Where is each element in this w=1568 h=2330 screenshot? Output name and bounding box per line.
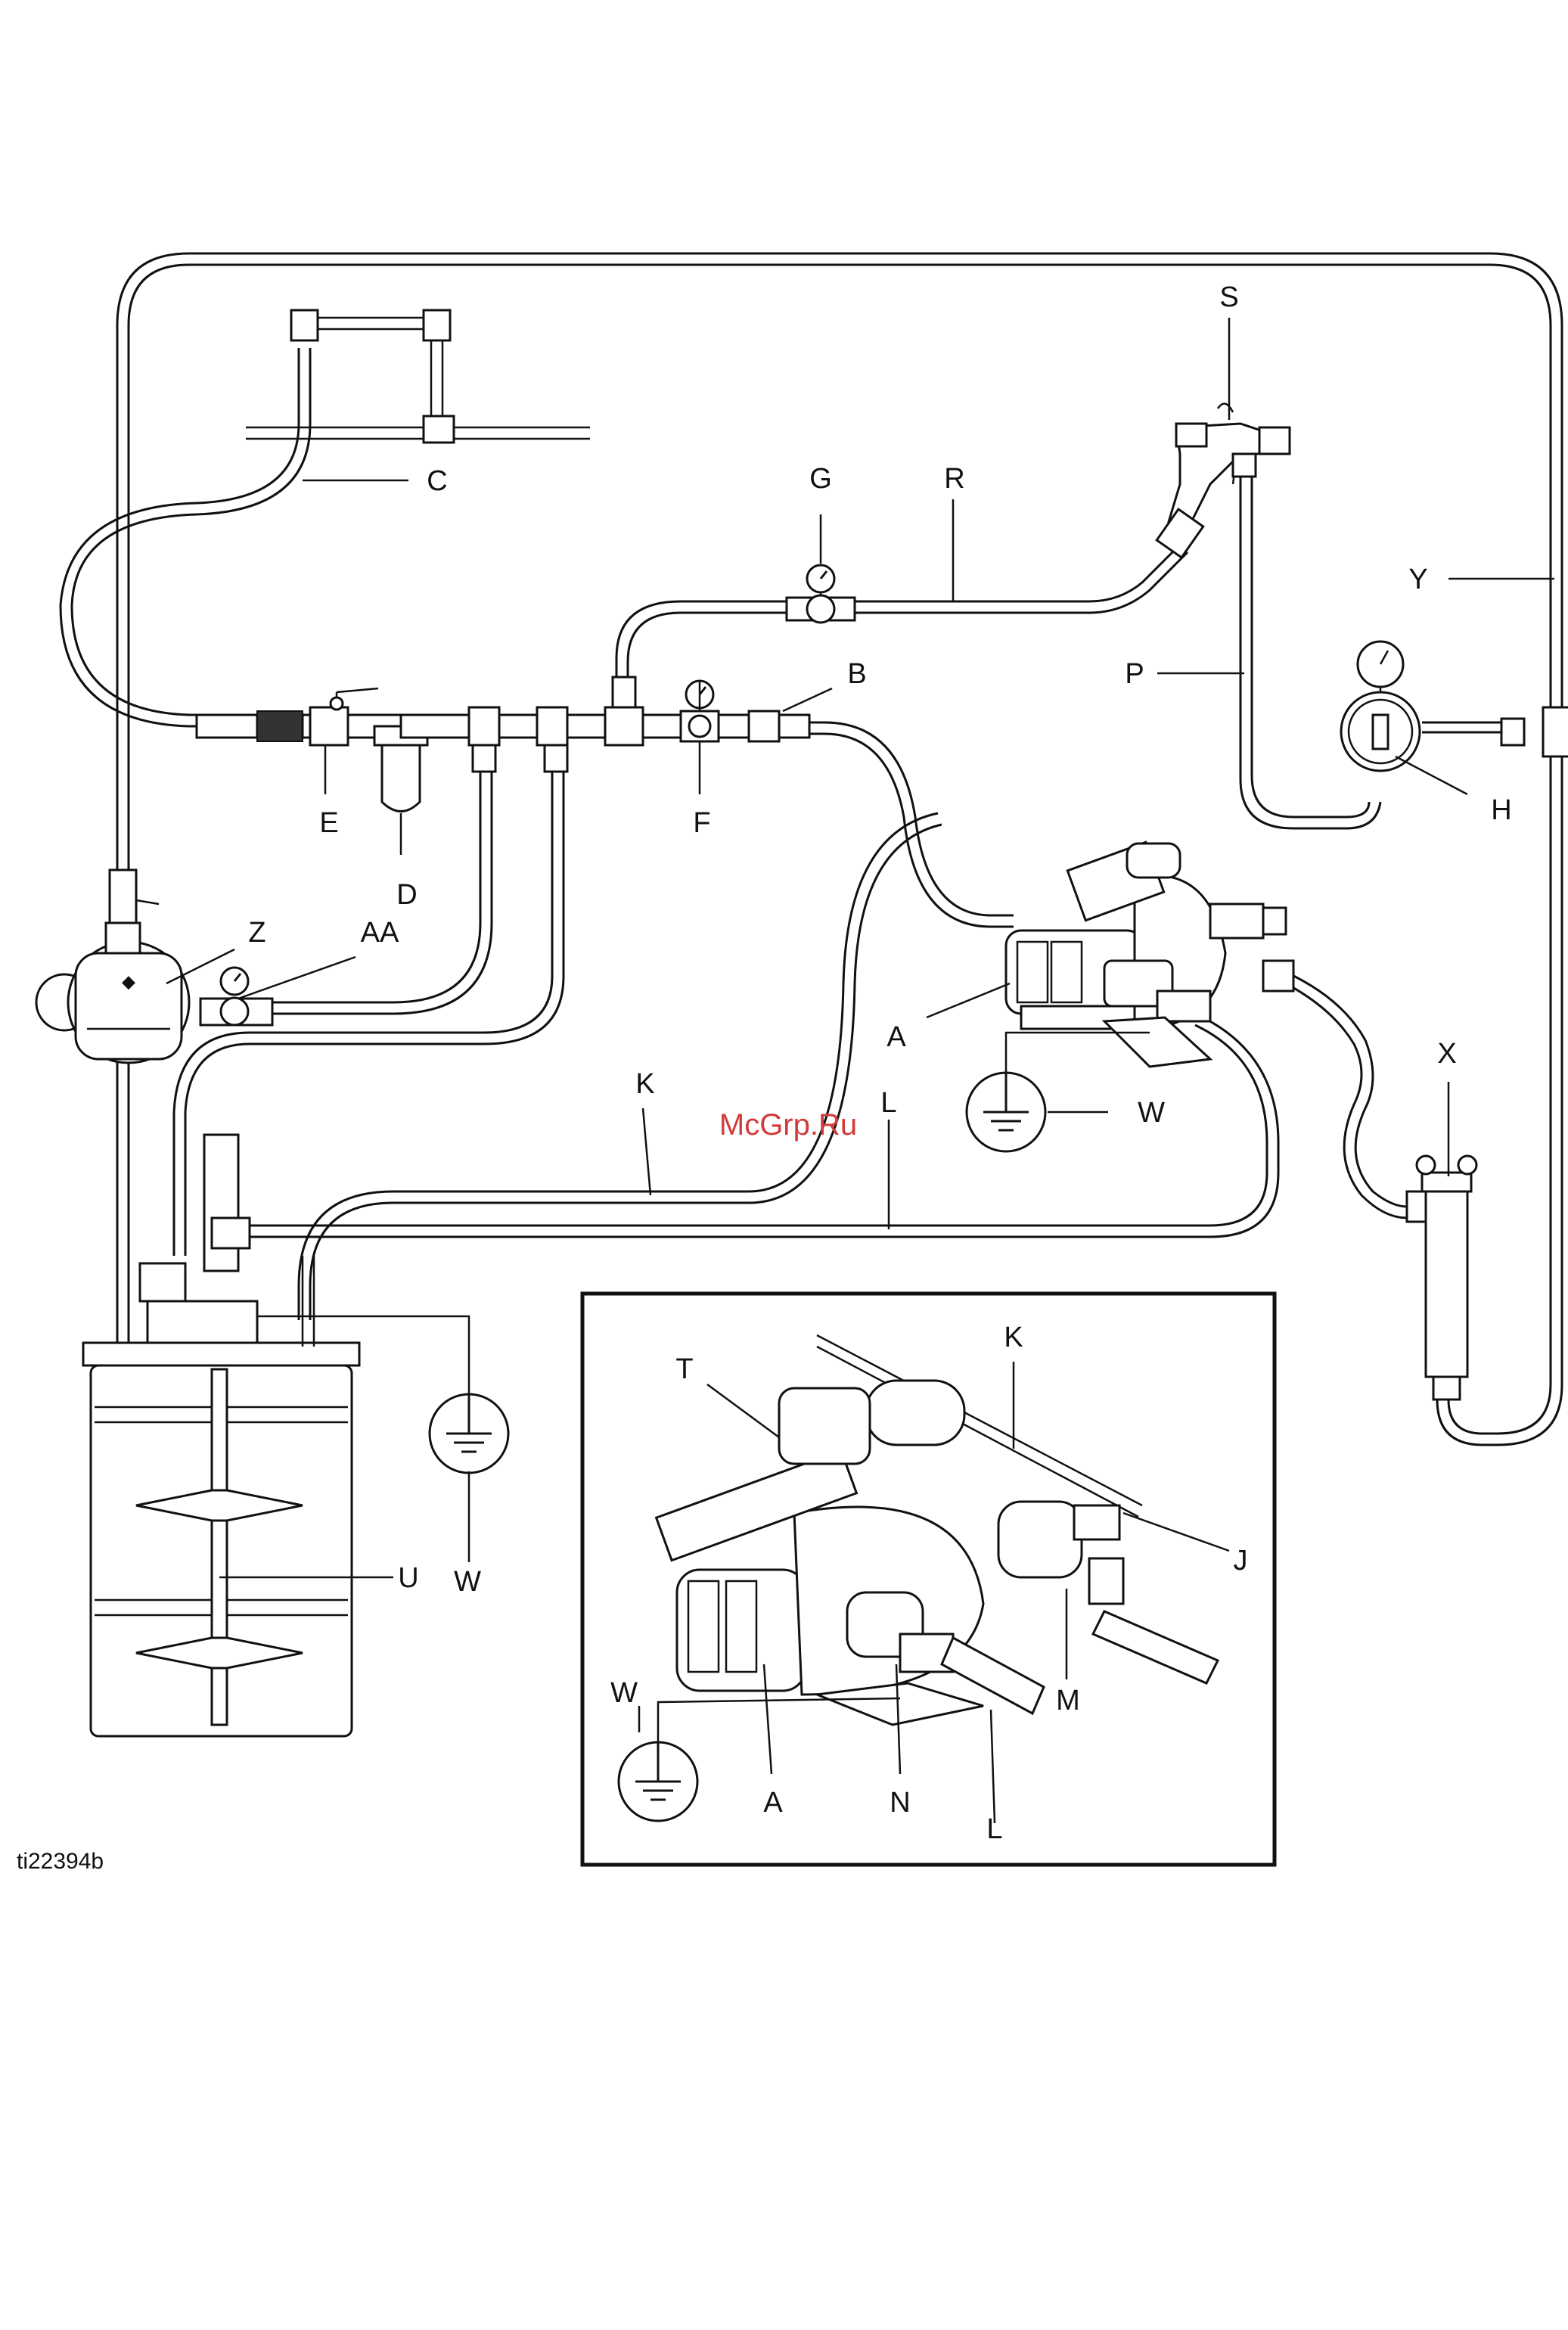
hose-k-suction xyxy=(299,813,938,1320)
agitator-regulator-aa[interactable] xyxy=(200,968,272,1025)
label-aa: AA xyxy=(361,917,399,949)
label-k-inset: K xyxy=(1004,1322,1023,1353)
label-f: F xyxy=(693,807,710,839)
label-z: Z xyxy=(248,917,265,949)
label-e: E xyxy=(319,807,338,839)
ground-icon xyxy=(619,1742,697,1821)
label-w-inset: W xyxy=(610,1677,638,1709)
figure-id: ti22394b xyxy=(17,1849,104,1874)
hose-r-gun-air xyxy=(616,545,1180,677)
label-l-inset: L xyxy=(986,1813,1002,1845)
hose-p-gun-fluid xyxy=(1240,469,1380,828)
label-g: G xyxy=(809,463,832,495)
hose-pump-air xyxy=(802,722,1014,915)
hose-filter-inlet xyxy=(1278,980,1407,1218)
label-w-pump: W xyxy=(1138,1097,1165,1129)
label-m: M xyxy=(1056,1685,1080,1716)
label-a-inset: A xyxy=(763,1787,783,1819)
hoses xyxy=(61,253,1562,1445)
bleed-valve-b[interactable] xyxy=(749,711,779,741)
label-s: S xyxy=(1219,281,1238,313)
label-d: D xyxy=(396,879,417,911)
agitator-air-motor-z: ◆ xyxy=(36,870,189,1063)
main-air-line xyxy=(246,310,590,443)
label-x: X xyxy=(1437,1038,1456,1070)
label-w-drum: W xyxy=(454,1566,481,1598)
fluid-filter-x xyxy=(1407,1156,1476,1400)
label-l: L xyxy=(880,1087,896,1119)
return-tee xyxy=(1543,707,1568,756)
label-a: A xyxy=(886,1021,906,1053)
label-u: U xyxy=(398,1562,418,1594)
label-t: T xyxy=(675,1353,693,1385)
label-k: K xyxy=(635,1068,654,1100)
hose-c-air-supply xyxy=(61,348,299,726)
label-j: J xyxy=(1234,1545,1248,1577)
ground-icon xyxy=(967,1073,1045,1151)
hose-y-return xyxy=(117,253,1562,1445)
graco-logo: ◆ xyxy=(122,972,136,991)
watermark: McGrp.Ru xyxy=(719,1108,857,1142)
label-h: H xyxy=(1491,794,1511,826)
label-c: C xyxy=(427,465,447,497)
shutoff-valve-e[interactable] xyxy=(310,707,348,745)
label-n: N xyxy=(890,1787,910,1819)
fluid-regulator-h[interactable] xyxy=(1341,642,1524,771)
ground-pump xyxy=(967,1033,1150,1151)
label-b: B xyxy=(847,658,866,690)
spray-gun-s[interactable] xyxy=(1157,404,1290,558)
gun-air-regulator-g[interactable] xyxy=(787,565,855,623)
hose-agitator-air xyxy=(272,772,480,1002)
label-r: R xyxy=(944,463,964,495)
label-p: P xyxy=(1125,658,1144,690)
label-y: Y xyxy=(1408,564,1427,595)
air-manifold xyxy=(197,677,809,812)
ground-icon xyxy=(430,1394,508,1473)
